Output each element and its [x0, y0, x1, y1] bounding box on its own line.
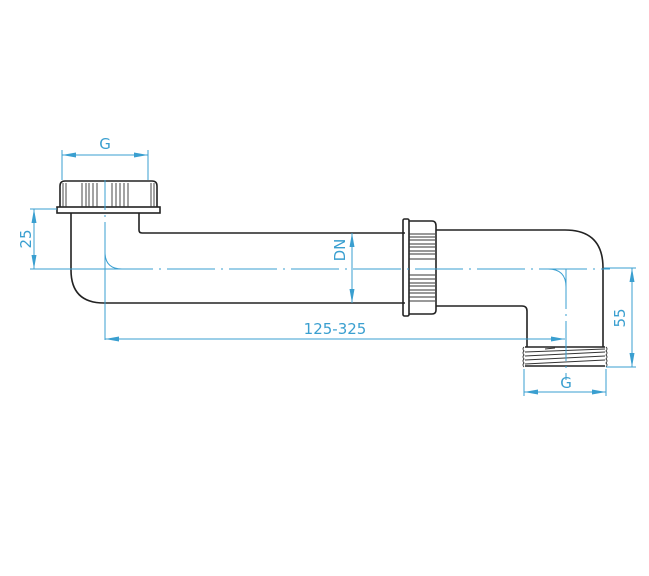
dimension-bottom-g: G [523, 369, 607, 396]
dimension-top-g: G [61, 135, 149, 180]
middle-union-nut [402, 218, 437, 317]
right-pipe [436, 229, 604, 347]
dimension-label-length: 125-325 [304, 320, 367, 338]
dimension-dn: DN [331, 233, 355, 303]
dimension-label-bottom-g: G [560, 374, 572, 392]
dimension-label-55: 55 [611, 308, 629, 327]
centerlines [104, 180, 610, 380]
dimension-25: 25 [17, 208, 105, 270]
dimension-label-top-g: G [99, 135, 111, 153]
dimension-label-25: 25 [17, 229, 35, 248]
bottom-thread [522, 346, 608, 368]
dimension-label-dn: DN [331, 239, 349, 262]
dimension-55: 55 [604, 267, 636, 368]
dimension-length: 125-325 [105, 320, 565, 342]
left-pipe [70, 213, 405, 304]
top-union-nut [56, 180, 161, 214]
